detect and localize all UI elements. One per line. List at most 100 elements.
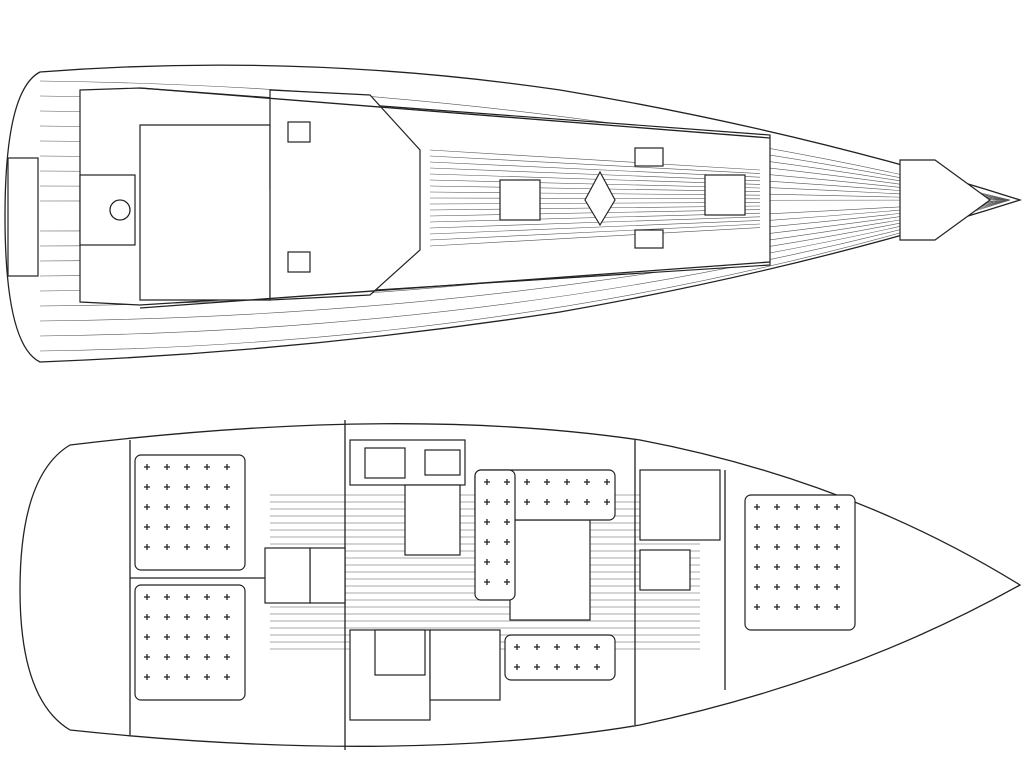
cushion-plus-mark (224, 484, 230, 490)
deck-plank-line (39, 199, 1011, 352)
cushion-plus-mark (604, 479, 610, 485)
cushion-plus-mark (204, 464, 210, 470)
cushion-plus-mark (144, 634, 150, 640)
cushion-plus-mark (224, 634, 230, 640)
cushion-plus-mark (184, 524, 190, 530)
cushion-plus-mark (794, 544, 800, 550)
cushion-plus-mark (144, 674, 150, 680)
cushion-plus-mark (204, 614, 210, 620)
cushion-plus-mark (564, 499, 570, 505)
cushion-plus-mark (144, 464, 150, 470)
cushion-plus-mark (204, 594, 210, 600)
cushion-plus-mark (204, 654, 210, 660)
cushion-plus-mark (534, 664, 540, 670)
steering-wheel-icon (109, 199, 131, 221)
cushion-plus-mark (754, 584, 760, 590)
cushion-plus-mark (144, 504, 150, 510)
cushion-plus-mark (514, 664, 520, 670)
hatch (634, 147, 664, 167)
cushion-plus-mark (224, 654, 230, 660)
cushion-plus-mark (204, 504, 210, 510)
chart-desk (429, 629, 501, 701)
cushion-plus-mark (184, 484, 190, 490)
cushion-plus-mark (144, 654, 150, 660)
winch (287, 251, 311, 273)
cushion-plus-mark (834, 504, 840, 510)
cushion-plus-mark (534, 644, 540, 650)
coachroof-plank-line (429, 227, 761, 247)
cushion-plus-mark (564, 479, 570, 485)
cushion-plus-mark (754, 524, 760, 530)
hatch (499, 179, 541, 221)
cushion-plus-mark (754, 504, 760, 510)
cushion-plus-mark (164, 524, 170, 530)
cushion-plus-mark (224, 614, 230, 620)
interior-layout (19, 420, 1022, 750)
cushion-plus-mark (504, 559, 510, 565)
toerail-starboard (139, 261, 771, 309)
cushion-plus-mark (774, 564, 780, 570)
cushion (744, 494, 856, 631)
cushion-plus-mark (184, 674, 190, 680)
winch (287, 121, 311, 143)
cushion-plus-mark (544, 499, 550, 505)
cushion-plus-mark (554, 644, 560, 650)
cushion-plus-mark (594, 664, 600, 670)
cushion (134, 584, 246, 701)
cushion-plus-mark (484, 559, 490, 565)
cushion-plus-mark (164, 544, 170, 550)
cushion-plus-mark (774, 584, 780, 590)
cushion-plus-mark (144, 594, 150, 600)
cushion-plus-mark (484, 499, 490, 505)
cushion-plus-mark (164, 594, 170, 600)
cushion-plus-mark (754, 564, 760, 570)
cushion-plus-mark (204, 484, 210, 490)
transom-step (7, 157, 39, 277)
mast-step (584, 170, 616, 227)
cushion-plus-mark (834, 564, 840, 570)
cushion-plus-mark (544, 479, 550, 485)
cushion-plus-mark (774, 504, 780, 510)
cushion-plus-mark (164, 634, 170, 640)
cushion-plus-mark (794, 504, 800, 510)
hatch (704, 174, 746, 216)
cushion-plus-mark (814, 584, 820, 590)
cushion-plus-mark (144, 614, 150, 620)
cushion-plus-mark (224, 544, 230, 550)
saloon-table (509, 519, 591, 621)
cushion-plus-mark (504, 499, 510, 505)
cushion (504, 634, 616, 681)
sink (424, 449, 461, 476)
coachroof-plank-line (429, 220, 761, 235)
deck-plank-line (39, 80, 1011, 201)
cushion-plus-mark (184, 544, 190, 550)
interior-hull-outline (19, 423, 1022, 747)
cushion-plus-mark (504, 579, 510, 585)
cushion-plus-mark (774, 604, 780, 610)
cushion-plus-mark (484, 479, 490, 485)
deck-plan (4, 64, 1023, 363)
cushion-plus-mark (164, 504, 170, 510)
cushion-plus-mark (814, 524, 820, 530)
cushion-plus-mark (814, 564, 820, 570)
cushion-plus-mark (164, 614, 170, 620)
coachroof-plank-line (429, 149, 761, 171)
cushion-plus-mark (774, 524, 780, 530)
cushion-plus-mark (584, 499, 590, 505)
cushion-plus-mark (794, 604, 800, 610)
cushion-plus-mark (774, 544, 780, 550)
cushion-plus-mark (834, 604, 840, 610)
cushion-plus-mark (604, 499, 610, 505)
helm-station (79, 174, 136, 246)
cushion-plus-mark (224, 674, 230, 680)
cushion-plus-mark (574, 664, 580, 670)
cushion-plus-mark (794, 584, 800, 590)
cushion-plus-mark (224, 464, 230, 470)
cushion-plus-mark (144, 524, 150, 530)
cushions (134, 454, 856, 701)
cushion-plus-mark (794, 564, 800, 570)
cushion-plus-mark (504, 519, 510, 525)
cushion-plus-mark (164, 464, 170, 470)
cushion-plus-mark (144, 484, 150, 490)
cushion-plus-mark (834, 524, 840, 530)
